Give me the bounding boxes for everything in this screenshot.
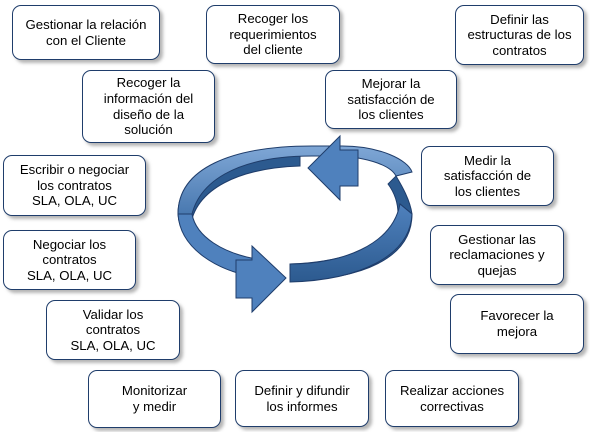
box-monitorizar-medir: Monitorizar y medir	[88, 370, 221, 428]
box-recoger-requerimientos: Recoger los requerimientos del cliente	[206, 5, 340, 64]
upper-arrow	[177, 134, 413, 230]
lower-arrow	[177, 203, 413, 314]
box-recoger-informacion: Recoger la información del diseño de la …	[82, 70, 215, 143]
box-realizar-acciones-correctivas: Realizar acciones correctivas	[385, 370, 519, 427]
box-validar-contratos: Validar los contratos SLA, OLA, UC	[46, 300, 180, 360]
box-negociar-contratos: Negociar los contratos SLA, OLA, UC	[3, 230, 136, 290]
box-gestionar-relacion-cliente: Gestionar la relación con el Cliente	[12, 5, 160, 60]
box-definir-difundir-informes: Definir y difundir los informes	[235, 370, 369, 427]
box-definir-estructuras: Definir las estructuras de los contratos	[455, 5, 584, 65]
box-escribir-negociar-contratos: Escribir o negociar los contratos SLA, O…	[3, 155, 146, 216]
box-medir-satisfaccion: Medir la satisfacción de los clientes	[421, 146, 554, 206]
box-mejorar-satisfaccion: Mejorar la satisfacción de los clientes	[325, 70, 457, 129]
box-favorecer-mejora: Favorecer la mejora	[450, 294, 584, 354]
box-gestionar-reclamaciones: Gestionar las reclamaciones y quejas	[430, 225, 564, 285]
